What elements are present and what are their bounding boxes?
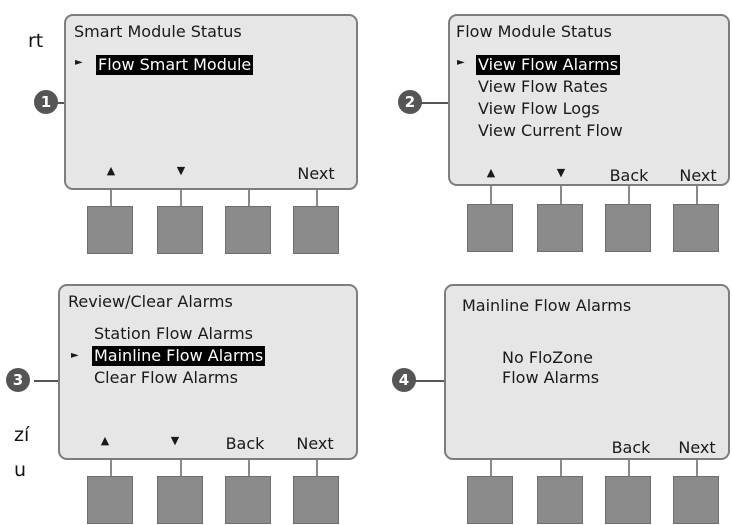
next-softkey-label: Next xyxy=(296,434,334,453)
callout-line xyxy=(412,380,452,382)
screen-title: Flow Module Status xyxy=(456,22,612,41)
menu-item-view-flow-logs[interactable]: View Flow Logs xyxy=(478,99,600,118)
down-button[interactable] xyxy=(157,476,203,524)
up-button[interactable] xyxy=(87,476,133,524)
menu-item-view-flow-rates[interactable]: View Flow Rates xyxy=(478,77,608,96)
up-arrow-icon: ▲ xyxy=(106,164,116,177)
down-arrow-icon: ▼ xyxy=(556,166,566,179)
lcd-screen: Review/Clear Alarms Station Flow Alarms … xyxy=(58,284,358,460)
menu-item-view-flow-alarms[interactable]: View Flow Alarms xyxy=(476,55,621,75)
up-arrow-icon: ▲ xyxy=(486,166,496,179)
callout-line xyxy=(34,380,64,382)
back-softkey-label: Back xyxy=(609,166,649,185)
menu-item-flow-smart-module[interactable]: Flow Smart Module xyxy=(96,55,254,75)
next-button[interactable] xyxy=(673,204,719,252)
selection-cursor-icon: ► xyxy=(75,57,83,68)
step-badge: 2 xyxy=(398,90,422,114)
screen-title: Mainline Flow Alarms xyxy=(462,296,632,315)
side-text-fragment: rt xyxy=(28,30,44,52)
blank-button[interactable] xyxy=(537,476,583,524)
up-arrow-icon: ▲ xyxy=(100,434,110,447)
lcd-screen: Smart Module Status ► Flow Smart Module … xyxy=(64,14,358,190)
step-badge: 1 xyxy=(34,90,58,114)
next-button[interactable] xyxy=(293,476,339,524)
blank-button[interactable] xyxy=(467,476,513,524)
up-button[interactable] xyxy=(87,206,133,254)
lcd-screen: Flow Module Status ► View Flow Alarms Vi… xyxy=(448,14,730,186)
down-button[interactable] xyxy=(537,204,583,252)
back-softkey-label: Back xyxy=(611,438,651,457)
up-button[interactable] xyxy=(467,204,513,252)
message-line: Flow Alarms xyxy=(502,368,600,387)
next-softkey-label: Next xyxy=(297,164,335,183)
down-arrow-icon: ▼ xyxy=(176,164,186,177)
menu-item-clear-flow-alarms[interactable]: Clear Flow Alarms xyxy=(94,368,238,387)
screen-title: Smart Module Status xyxy=(74,22,242,41)
back-softkey-label: Back xyxy=(225,434,265,453)
callout-line xyxy=(412,102,464,104)
next-softkey-label: Next xyxy=(679,166,717,185)
next-softkey-label: Next xyxy=(678,438,716,457)
back-button[interactable] xyxy=(605,476,651,524)
blank-button[interactable] xyxy=(225,206,271,254)
back-button[interactable] xyxy=(605,204,651,252)
next-button[interactable] xyxy=(293,206,339,254)
menu-item-view-current-flow[interactable]: View Current Flow xyxy=(478,121,623,140)
side-text-fragment: zí xyxy=(14,424,30,446)
step-badge: 3 xyxy=(6,368,30,392)
side-text-fragment: u xyxy=(14,459,27,481)
menu-item-station-flow-alarms[interactable]: Station Flow Alarms xyxy=(94,324,253,343)
next-button[interactable] xyxy=(673,476,719,524)
screen-title: Review/Clear Alarms xyxy=(68,292,233,311)
back-button[interactable] xyxy=(225,476,271,524)
selection-cursor-icon: ► xyxy=(457,57,465,68)
step-badge: 4 xyxy=(392,368,416,392)
down-arrow-icon: ▼ xyxy=(170,434,180,447)
message-line: No FloZone xyxy=(502,348,594,367)
lcd-screen: Mainline Flow Alarms No FloZone Flow Ala… xyxy=(444,284,730,460)
menu-item-mainline-flow-alarms[interactable]: Mainline Flow Alarms xyxy=(92,346,266,366)
down-button[interactable] xyxy=(157,206,203,254)
selection-cursor-icon: ► xyxy=(71,350,79,361)
